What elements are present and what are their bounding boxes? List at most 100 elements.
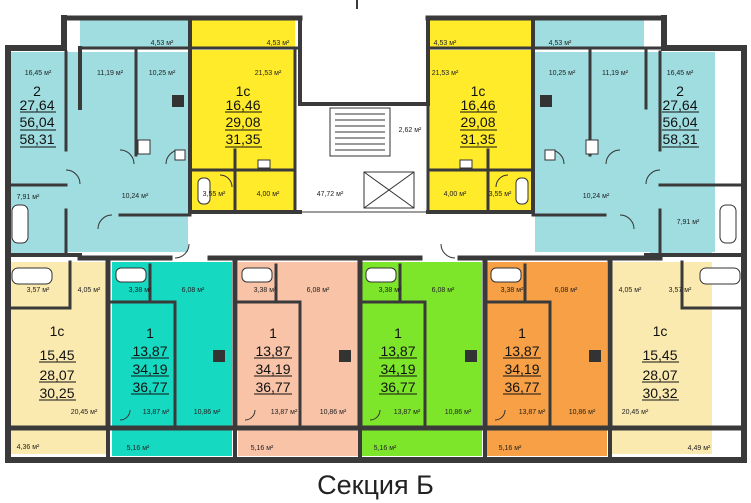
apt-br-balcony: 30,32 <box>642 385 677 401</box>
apt-sal-living: 13,87 <box>255 343 290 359</box>
area-yl-bath: 3,55 м² <box>203 191 226 198</box>
fixtures <box>11 139 741 285</box>
apt-sal-balcony: 36,77 <box>255 379 290 395</box>
area-br-balcony: 4,49 м² <box>688 445 711 452</box>
area-bl-room: 20,45 м² <box>71 409 98 416</box>
area-br-room: 20,45 м² <box>622 409 649 416</box>
apartment-labels: 2 27,64 56,04 58,31 1c 16,46 29,08 31,35… <box>19 83 697 401</box>
area-sal-wc: 3,38 м² <box>254 287 277 294</box>
area-bl-wc: 3,57 м² <box>27 287 50 294</box>
apt-br-total: 28,07 <box>642 367 677 383</box>
area-tl-kitchen: 11,19 м² <box>97 70 124 77</box>
apartment-orange-1 <box>487 262 607 456</box>
apartment-top-right-2 <box>534 18 715 257</box>
area-tr-balcony: 4,53 м² <box>549 40 572 47</box>
apt-bl-total: 28,07 <box>39 367 74 383</box>
area-sal-room: 13,87 м² <box>271 409 298 416</box>
apt-bl-living: 15,45 <box>39 347 74 363</box>
area-tr-hall: 10,24 м² <box>583 193 610 200</box>
apt-grn-living: 13,87 <box>380 343 415 359</box>
area-tr-wc: 7,91 м² <box>677 219 700 226</box>
apt-tr-total: 56,04 <box>662 114 697 130</box>
apt-grn-total: 34,19 <box>380 361 415 377</box>
apt-yl-total: 29,08 <box>225 114 260 130</box>
apt-tr-living: 27,64 <box>662 97 697 113</box>
apt-yl-balcony: 31,35 <box>225 131 260 147</box>
area-grn-wc: 3,38 м² <box>379 287 402 294</box>
apt-tr-rooms: 2 <box>676 83 684 99</box>
area-teal-kitchen: 10,86 м² <box>194 409 221 416</box>
label-underlines <box>20 111 699 401</box>
area-yr-room: 21,53 м² <box>432 70 459 77</box>
apt-tl-balcony: 58,31 <box>19 131 54 147</box>
area-sal-hall: 6,08 м² <box>307 287 330 294</box>
apt-yr-balcony: 31,35 <box>460 131 495 147</box>
area-tl-hall: 10,24 м² <box>122 193 149 200</box>
area-teal-hall: 6,08 м² <box>182 287 205 294</box>
area-tr-room: 16,45 м² <box>667 70 694 77</box>
apt-teal-balcony: 36,77 <box>132 379 167 395</box>
area-teal-room: 13,87 м² <box>143 409 170 416</box>
apt-yr-total: 29,08 <box>460 114 495 130</box>
apt-org-rooms: 1 <box>518 325 526 341</box>
area-yr-balcony: 4,53 м² <box>434 40 457 47</box>
apt-yl-living: 16,46 <box>225 97 260 113</box>
apt-yl-rooms: 1c <box>236 83 251 99</box>
area-teal-balcony: 5,16 м² <box>127 445 150 452</box>
area-grn-hall: 6,08 м² <box>432 287 455 294</box>
area-br-wc: 3,57 м² <box>669 287 692 294</box>
apt-tr-balcony: 58,31 <box>662 131 697 147</box>
area-org-room: 13,87 м² <box>519 409 546 416</box>
area-bl-balcony: 4,36 м² <box>17 444 40 451</box>
area-tl-balcony: 4,53 м² <box>151 40 174 47</box>
apt-tl-total: 56,04 <box>19 114 54 130</box>
area-yl-hall: 4,00 м² <box>257 191 280 198</box>
area-sal-kitchen: 10,86 м² <box>320 409 347 416</box>
elevator-shaft <box>363 171 415 209</box>
apartment-green-1 <box>362 262 482 456</box>
area-bl-hall: 4,05 м² <box>78 287 101 294</box>
area-yl-balcony: 4,53 м² <box>267 40 290 47</box>
apt-teal-total: 34,19 <box>132 361 167 377</box>
apt-grn-balcony: 36,77 <box>380 379 415 395</box>
area-stair: 2,62 м² <box>399 127 422 134</box>
apartment-top-left-2 <box>8 18 190 257</box>
area-corridor: 47,72 м² <box>317 191 344 198</box>
area-br-hall: 4,05 м² <box>619 287 642 294</box>
section-caption: Секция Б <box>317 470 434 500</box>
area-yr-bath: 3,55 м² <box>489 191 512 198</box>
area-tl-bath: 10,25 м² <box>149 70 176 77</box>
room-area-labels: 4,53 м² 16,45 м² 11,19 м² 10,25 м² 10,24… <box>17 40 711 452</box>
area-tl-wc: 7,91 м² <box>17 194 40 201</box>
stove-icons <box>172 95 601 362</box>
stairwell <box>329 107 391 157</box>
apt-sal-total: 34,19 <box>255 361 290 377</box>
apt-yr-rooms: 1c <box>471 83 486 99</box>
walls <box>5 0 747 463</box>
apt-tl-rooms: 2 <box>33 83 41 99</box>
apt-sal-rooms: 1 <box>269 325 277 341</box>
area-teal-wc: 3,38 м² <box>129 287 152 294</box>
area-sal-balcony: 5,16 м² <box>251 445 274 452</box>
area-grn-room: 13,87 м² <box>394 409 421 416</box>
apt-bl-balcony: 30,25 <box>39 385 74 401</box>
apartment-teal-1 <box>112 262 232 456</box>
apt-tl-living: 27,64 <box>19 97 54 113</box>
area-tr-kitchen: 11,19 м² <box>602 70 629 77</box>
apt-yr-living: 16,46 <box>460 97 495 113</box>
apt-teal-living: 13,87 <box>132 343 167 359</box>
area-org-hall: 6,08 м² <box>555 287 578 294</box>
area-grn-balcony: 5,16 м² <box>374 445 397 452</box>
area-yr-hall: 4,00 м² <box>444 191 467 198</box>
area-yl-room: 21,53 м² <box>255 70 282 77</box>
area-tl-room: 16,45 м² <box>25 70 52 77</box>
area-org-kitchen: 10,86 м² <box>569 409 596 416</box>
apt-grn-rooms: 1 <box>394 325 402 341</box>
area-org-wc: 3,38 м² <box>501 287 524 294</box>
apartment-salmon-1 <box>238 262 358 456</box>
apt-org-balcony: 36,77 <box>504 379 539 395</box>
apt-teal-rooms: 1 <box>146 325 154 341</box>
apt-org-total: 34,19 <box>504 361 539 377</box>
apartment-bottom-left-1c <box>8 262 106 454</box>
